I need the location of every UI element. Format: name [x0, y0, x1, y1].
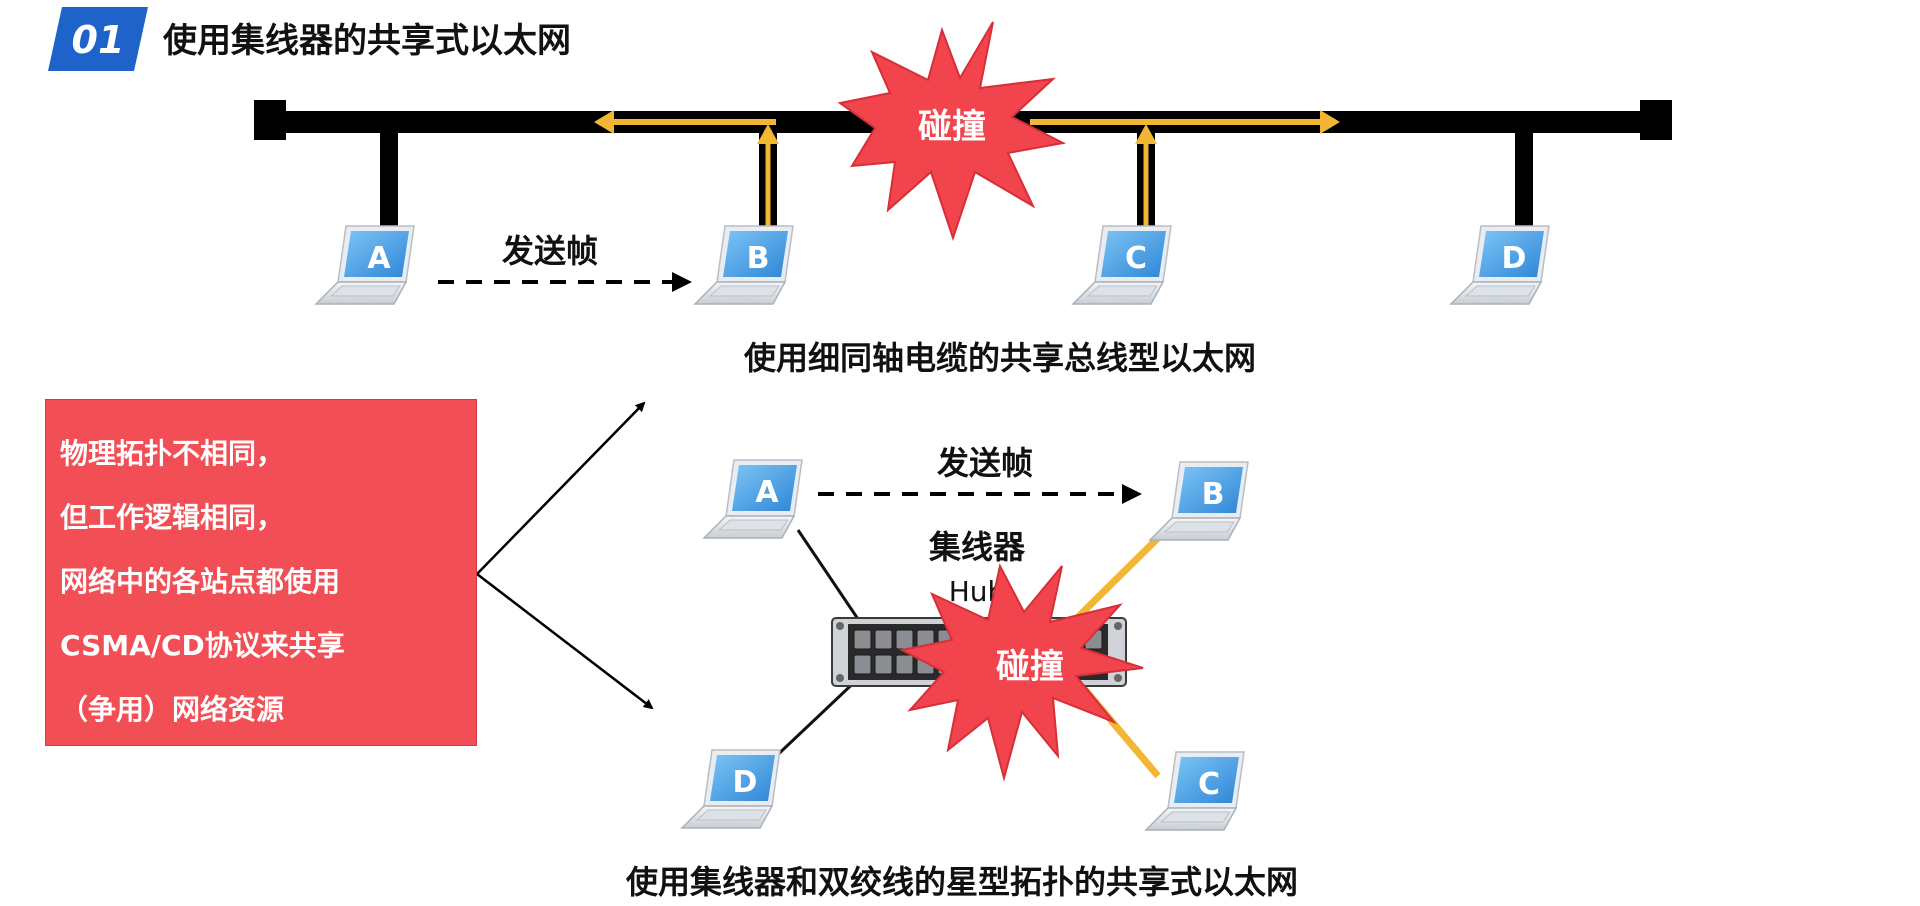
- send-frame-label-bottom: 发送帧: [937, 444, 1033, 482]
- station-b-top: B: [694, 225, 794, 305]
- hub-port: [853, 654, 872, 675]
- note-line-3: 网络中的各站点都使用: [60, 565, 341, 598]
- station-d-top: D: [1450, 225, 1550, 305]
- collision-label-bottom: 碰撞: [996, 647, 1064, 687]
- bus-signal-up-c: [1135, 124, 1157, 240]
- station-d-star: D: [681, 749, 781, 829]
- hub-port: [853, 629, 872, 650]
- bus-terminator-left: [254, 100, 286, 140]
- hub-port: [895, 629, 914, 650]
- send-frame-arrow-top: [438, 272, 692, 292]
- send-frame-label-top: 发送帧: [502, 232, 598, 270]
- station-c-top-label: C: [1125, 241, 1147, 276]
- bus-topology-diagram: 碰撞 A B C D 发送帧 使用细同轴电缆的共享总线型以太网: [254, 21, 1672, 377]
- station-a-top: A: [315, 225, 415, 305]
- collision-burst-top: 碰撞: [837, 21, 1067, 242]
- note-line-2: 但工作逻辑相同，: [60, 501, 285, 534]
- station-b-star-label: B: [1202, 477, 1225, 512]
- station-c-top: C: [1072, 225, 1172, 305]
- link-a-hub: [796, 529, 864, 626]
- bus-terminator-right: [1640, 100, 1672, 140]
- hub-label-cn: 集线器: [928, 528, 1026, 566]
- bus-signal-up-b: [757, 124, 779, 242]
- link-d-hub: [768, 673, 864, 764]
- station-d-top-label: D: [1502, 241, 1527, 276]
- station-a-star: A: [703, 459, 803, 539]
- hub-port: [874, 654, 893, 675]
- bus-signal-left: [594, 110, 776, 134]
- section-title: 使用集线器的共享式以太网: [162, 21, 571, 61]
- summary-note-box: 物理拓扑不相同， 但工作逻辑相同， 网络中的各站点都使用 CSMA/CD协议来共…: [45, 399, 477, 746]
- collision-label-top: 碰撞: [918, 107, 986, 147]
- collision-burst-bottom: 碰撞: [899, 563, 1144, 782]
- arrow-to-bus: [476, 401, 646, 575]
- bus-drop-a: [380, 130, 398, 240]
- station-a-star-label: A: [755, 475, 779, 510]
- station-b-top-label: B: [747, 241, 770, 276]
- section-header: 01 使用集线器的共享式以太网: [48, 7, 571, 71]
- station-c-star: C: [1145, 751, 1245, 831]
- station-a-top-label: A: [367, 241, 391, 276]
- note-line-1: 物理拓扑不相同，: [60, 437, 285, 470]
- arrow-to-star: [476, 573, 654, 710]
- bus-drop-d: [1515, 130, 1533, 240]
- note-line-4: CSMA/CD协议来共享: [60, 629, 345, 662]
- section-number: 01: [72, 18, 125, 62]
- star-caption: 使用集线器和双绞线的星型拓扑的共享式以太网: [625, 863, 1298, 901]
- send-frame-arrow-bottom: [818, 484, 1142, 504]
- station-b-star: B: [1149, 461, 1249, 541]
- hub-port: [874, 629, 893, 650]
- station-d-star-label: D: [733, 765, 758, 800]
- bus-signal-right: [1030, 110, 1340, 134]
- note-line-5: （争用）网络资源: [60, 693, 285, 726]
- hub-port: [895, 654, 914, 675]
- section-number-tag: [48, 7, 148, 71]
- bus-caption: 使用细同轴电缆的共享总线型以太网: [743, 339, 1256, 377]
- note-pointer-arrows: [476, 401, 654, 710]
- star-topology-diagram: 集线器 Hub 碰撞 A B C D 发送帧 使用集线器和双: [625, 444, 1298, 901]
- station-c-star-label: C: [1198, 767, 1220, 802]
- link-b-hub: [1075, 531, 1165, 620]
